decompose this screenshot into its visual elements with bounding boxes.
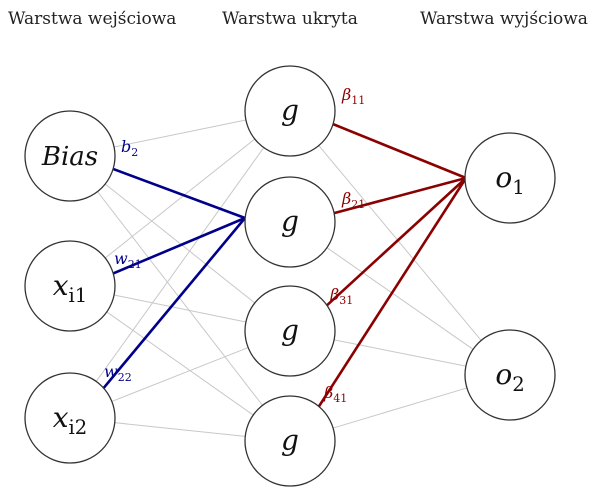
input-layer-title: Warstwa wejściowa [8, 9, 176, 29]
gray-connections [95, 119, 482, 437]
weight-label-b2: b2 [121, 137, 138, 159]
hidden-layer-title: Warstwa ukryta [222, 9, 358, 29]
node-label: xi1 [53, 269, 88, 307]
node-circle [24, 110, 116, 202]
weight-label-w22: w22 [104, 362, 132, 384]
node-circle [24, 372, 116, 464]
hidden-node: g [244, 176, 336, 268]
weight-label-main: β [329, 285, 339, 304]
weight-label-subscript: 21 [128, 258, 142, 271]
hidden-node: g [244, 65, 336, 157]
node-circle [244, 65, 336, 157]
node-label-subscript: 1 [512, 176, 524, 199]
node-circle [464, 132, 556, 224]
edge-h1-o1 [332, 122, 467, 180]
edge-h3-o1 [326, 177, 467, 307]
node-label-subscript: 2 [512, 373, 524, 396]
hidden-node: g [244, 285, 336, 377]
node-label-main: g [281, 314, 299, 347]
weight-label-main: β [341, 189, 351, 208]
weight-label-w21: w21 [114, 249, 142, 271]
node-label-subscript: i1 [69, 284, 88, 307]
node-circle [244, 176, 336, 268]
edge-in0-h4 [97, 191, 263, 406]
edge-h3-o2 [334, 339, 466, 367]
input-node: Bias [24, 110, 116, 202]
weight-label-main: β [323, 383, 333, 402]
weight-label-β41: β41 [323, 383, 347, 405]
node-circle [244, 395, 336, 487]
edge-h4-o2 [332, 387, 468, 429]
edge-h4-o1 [317, 177, 468, 408]
weight-label-subscript: 11 [351, 94, 365, 107]
edge-h2-o2 [326, 247, 474, 350]
node-label: g [281, 424, 299, 457]
edge-in1-h3 [113, 294, 247, 323]
node-label: Bias [41, 142, 98, 172]
weight-label-β21: β21 [341, 189, 365, 211]
weight-label-main: w [104, 362, 118, 381]
edge-in2-h2 [102, 217, 246, 389]
node-label-main: g [281, 424, 299, 457]
edge-in1-h2 [112, 216, 246, 275]
node-circle [244, 285, 336, 377]
node-label-main: x [53, 401, 69, 434]
edge-in0-h1 [113, 119, 247, 148]
edge-in2-h3 [111, 347, 249, 402]
weight-label-β31: β31 [329, 285, 353, 307]
node-label: g [281, 94, 299, 127]
output-layer-title: Warstwa wyjściowa [420, 9, 588, 29]
node-label: g [281, 314, 299, 347]
weight-label-subscript: 31 [339, 294, 353, 307]
node-label-main: o [495, 358, 512, 391]
highlighted-connections [102, 122, 468, 408]
hidden-node: g [244, 395, 336, 487]
node-label-main: x [53, 269, 69, 302]
edge-in2-h4 [114, 422, 246, 437]
output-node: o1 [464, 132, 556, 224]
weight-label-main: b [121, 137, 131, 156]
node-label: xi2 [53, 401, 88, 439]
edge-in2-h1 [95, 147, 265, 382]
edge-in1-h1 [104, 138, 256, 259]
weight-label-subscript: 2 [131, 146, 138, 159]
node-label-main: o [495, 161, 512, 194]
edge-h1-o2 [318, 145, 482, 341]
node-label: g [281, 205, 299, 238]
node-label-subscript: i2 [69, 416, 88, 439]
node-label-main: g [281, 94, 299, 127]
weight-label-main: β [341, 85, 351, 104]
weight-label-main: w [114, 249, 128, 268]
edge-in0-h3 [104, 183, 256, 304]
node-circle [24, 240, 116, 332]
weight-label-β11: β11 [341, 85, 365, 107]
output-node: o2 [464, 329, 556, 421]
node-label: o2 [495, 358, 524, 396]
node-label-main: Bias [41, 142, 98, 172]
weight-label-subscript: 21 [351, 198, 365, 211]
node-circle [464, 329, 556, 421]
input-node: xi1 [24, 240, 116, 332]
edge-in0-h2 [112, 167, 246, 220]
weight-label-subscript: 41 [333, 392, 347, 405]
weight-label-subscript: 22 [118, 371, 132, 384]
edge-in1-h4 [106, 311, 254, 416]
edge-h2-o1 [333, 176, 467, 215]
input-node: xi2 [24, 372, 116, 464]
node-label-main: g [281, 205, 299, 238]
node-label: o1 [495, 161, 524, 199]
